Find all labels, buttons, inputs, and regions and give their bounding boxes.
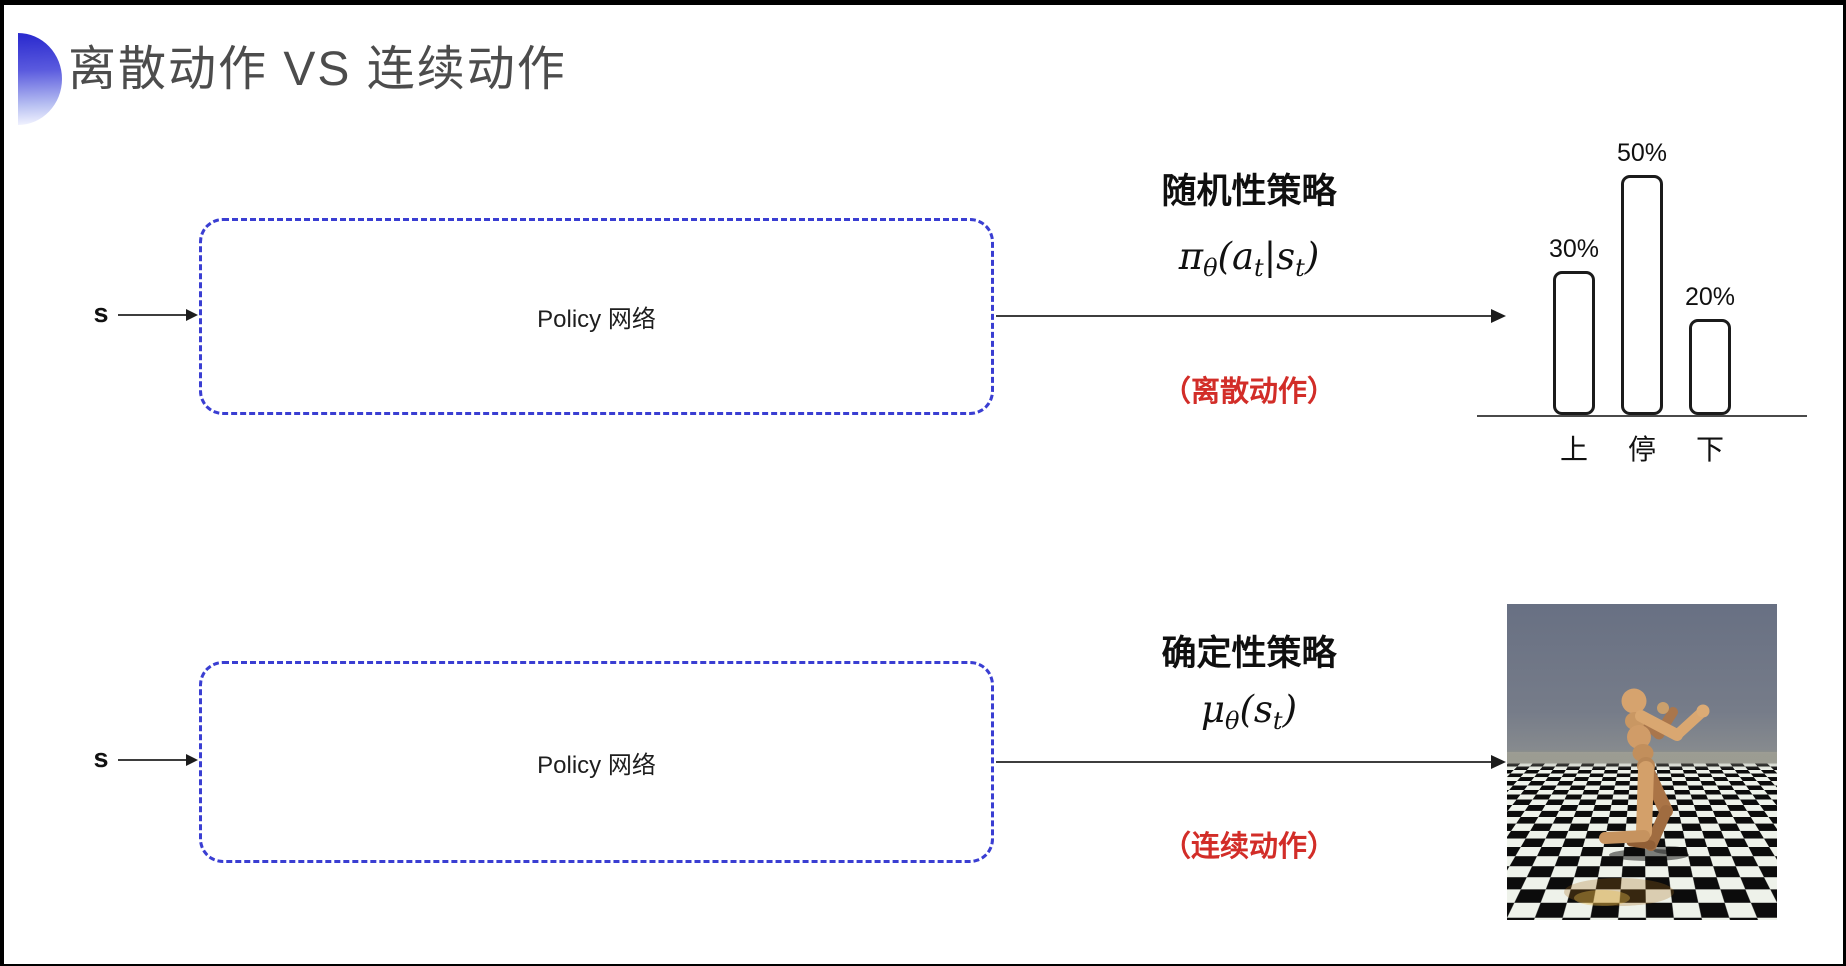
bar-category-label: 下 bbox=[1695, 434, 1724, 465]
policy-network-label-bottom: Policy 网络 bbox=[537, 751, 656, 779]
output-arrow-top bbox=[996, 309, 1506, 323]
bar-group: 20% bbox=[1680, 283, 1740, 415]
policy-network-box-top: Policy 网络 bbox=[199, 218, 994, 415]
bar-value-label: 20% bbox=[1684, 283, 1736, 311]
deterministic-policy-title: 确定性策略 bbox=[1161, 634, 1337, 673]
state-input-label-bottom: s bbox=[93, 743, 109, 773]
bar-group: 50% bbox=[1612, 139, 1672, 415]
stochastic-policy-formula: πθ(at|st) bbox=[1178, 235, 1320, 282]
discrete-action-note: （离散动作） bbox=[1161, 376, 1336, 408]
deterministic-policy-formula: μθ(st) bbox=[1200, 688, 1298, 735]
continuous-action-note: （连续动作） bbox=[1161, 831, 1336, 863]
stochastic-policy-title: 随机性策略 bbox=[1161, 172, 1337, 211]
bar-value-label: 30% bbox=[1548, 235, 1600, 263]
chart-bar bbox=[1689, 319, 1731, 415]
bar-chart-categories: 上停下 bbox=[1477, 417, 1807, 468]
policy-network-label-top: Policy 网络 bbox=[537, 306, 656, 333]
title-accent-shape bbox=[18, 33, 62, 125]
bar-group: 30% bbox=[1544, 235, 1604, 415]
bar-chart-bars: 30% 50% 20% bbox=[1477, 100, 1807, 417]
humanoid-simulation-image bbox=[1507, 604, 1777, 920]
chart-bar bbox=[1553, 271, 1595, 415]
bar-category-label: 停 bbox=[1627, 434, 1656, 465]
policy-network-box-bottom: Policy 网络 bbox=[199, 661, 994, 863]
action-probability-chart: 30% 50% 20% 上 停 下 bbox=[1477, 100, 1807, 468]
output-arrow-bottom bbox=[996, 755, 1506, 769]
input-arrow-bottom bbox=[118, 754, 198, 766]
slide-title: 离散动作 VS 连续动作 bbox=[68, 43, 567, 96]
input-arrow-top bbox=[118, 309, 198, 321]
chart-bar bbox=[1621, 175, 1663, 415]
humanoid-robot bbox=[1564, 688, 1710, 906]
state-input-label-top: s bbox=[93, 298, 109, 328]
bar-value-label: 50% bbox=[1616, 139, 1668, 167]
bar-category-label: 上 bbox=[1559, 434, 1588, 465]
